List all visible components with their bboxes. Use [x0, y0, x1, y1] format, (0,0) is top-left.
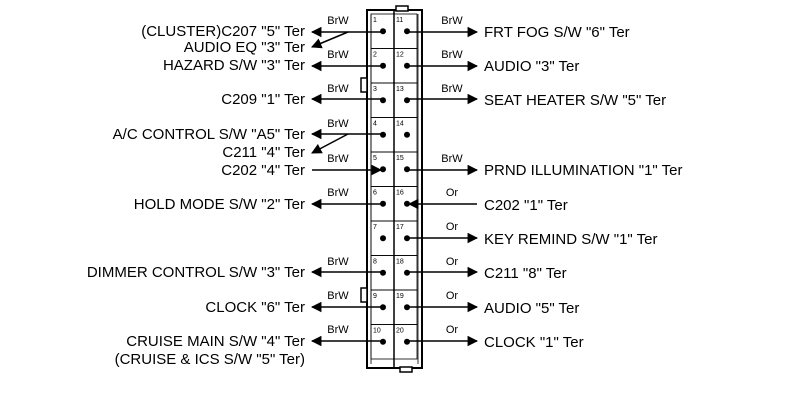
wire-color-pin6: BrW — [327, 187, 349, 199]
wire-color-pin11: BrW — [441, 15, 463, 27]
left-label-hazard-sw: HAZARD S/W "3" Ter — [163, 57, 305, 74]
wire-color-pin5: BrW — [327, 153, 349, 165]
connector-latch-top — [395, 5, 409, 12]
pin-number-1: 1 — [373, 17, 377, 24]
right-label-frt-fog-sw: FRT FOG S/W "6" Ter — [484, 24, 630, 41]
right-label-c211: C211 "8" Ter — [484, 265, 567, 282]
right-label-audio-5: AUDIO "5" Ter — [484, 300, 579, 317]
left-wire-colors: BrW BrW BrW BrW BrW BrW BrW BrW BrW — [327, 15, 349, 336]
left-labels: (CLUSTER)C207 "5" Ter AUDIO EQ "3" Ter H… — [87, 23, 305, 368]
pin-number-19: 19 — [396, 293, 404, 300]
pin-number-6: 6 — [373, 190, 377, 197]
wire-color-pin8: BrW — [327, 256, 349, 268]
wire-color-pin10: BrW — [327, 324, 349, 336]
pin-number-7: 7 — [373, 224, 377, 231]
left-label-hold-mode-sw: HOLD MODE S/W "2" Ter — [134, 196, 305, 213]
connector-key-left-upper — [360, 77, 368, 93]
wire-color-pin2: BrW — [327, 49, 349, 61]
wire-color-pin17: Or — [446, 221, 459, 233]
wire-color-pin18: Or — [446, 256, 459, 268]
right-label-seat-heater-sw: SEAT HEATER S/W "5" Ter — [484, 92, 666, 109]
pin-number-17: 17 — [396, 224, 404, 231]
pin-terminal-7 — [380, 235, 386, 242]
pin-number-9: 9 — [373, 293, 377, 300]
pin-number-15: 15 — [396, 155, 404, 162]
right-label-clock: CLOCK "1" Ter — [484, 334, 584, 351]
wire-color-pin19: Or — [446, 290, 459, 302]
left-label-dimmer-control-sw: DIMMER CONTROL S/W "3" Ter — [87, 264, 305, 281]
wire-color-pin15: BrW — [441, 153, 463, 165]
wire-color-pin20: Or — [446, 324, 459, 336]
pin-number-2: 2 — [373, 52, 377, 59]
left-label-audio-eq: AUDIO EQ "3" Ter — [184, 39, 305, 56]
left-label-cruise-main-sw: CRUISE MAIN S/W "4" Ter — [126, 333, 305, 350]
left-label-c211: C211 "4" Ter — [222, 144, 305, 161]
wire-pin1-branch — [311, 31, 349, 49]
left-label-c202: C202 "4" Ter — [221, 162, 305, 179]
right-label-c202: C202 "1" Ter — [484, 197, 568, 214]
right-label-audio-3: AUDIO "3" Ter — [484, 58, 579, 75]
wire-color-pin9: BrW — [327, 290, 349, 302]
pin-terminal-13 — [404, 97, 410, 104]
right-labels: FRT FOG S/W "6" Ter AUDIO "3" Ter SEAT H… — [484, 24, 682, 351]
left-label-cruise-ics-sw: (CRUISE & ICS S/W "5" Ter) — [115, 351, 305, 368]
pin-number-5: 5 — [373, 155, 377, 162]
pin-terminal-3 — [380, 97, 386, 104]
pin-number-20: 20 — [396, 328, 404, 335]
wire-color-pin12: BrW — [441, 49, 463, 61]
pin-number-10: 10 — [373, 328, 381, 335]
pin-number-12: 12 — [396, 52, 404, 59]
wire-color-pin4: BrW — [327, 118, 349, 130]
left-label-ac-control-sw: A/C CONTROL S/W "A5" Ter — [113, 126, 305, 143]
pin-number-16: 16 — [396, 190, 404, 197]
connector-latch-bottom — [399, 366, 413, 373]
pin-number-11: 11 — [396, 17, 403, 24]
pin-number-4: 4 — [373, 121, 377, 128]
wire-color-pin13: BrW — [441, 83, 463, 95]
wire-pin4-branch — [311, 133, 349, 154]
left-label-clock: CLOCK "6" Ter — [205, 299, 305, 316]
right-wire-colors: BrW BrW BrW BrW Or Or Or Or Or — [441, 15, 463, 336]
connector-key-left-lower — [360, 287, 368, 303]
pin-number-18: 18 — [396, 259, 404, 266]
left-label-cluster-c207: (CLUSTER)C207 "5" Ter — [141, 23, 305, 40]
pin-terminal-14 — [404, 131, 410, 138]
left-label-c209: C209 "1" Ter — [221, 91, 305, 108]
wire-color-pin16: Or — [446, 187, 459, 199]
pin-number-8: 8 — [373, 259, 377, 266]
wire-color-pin1: BrW — [327, 15, 349, 27]
pin-number-13: 13 — [396, 86, 404, 93]
pin-number-3: 3 — [373, 86, 377, 93]
pin-number-14: 14 — [396, 121, 404, 128]
wire-color-pin3: BrW — [327, 83, 349, 95]
wire-layer — [310, 26, 479, 347]
right-label-key-remind-sw: KEY REMIND S/W "1" Ter — [484, 231, 657, 248]
right-label-prnd-illumination: PRND ILLUMINATION "1" Ter — [484, 162, 682, 179]
